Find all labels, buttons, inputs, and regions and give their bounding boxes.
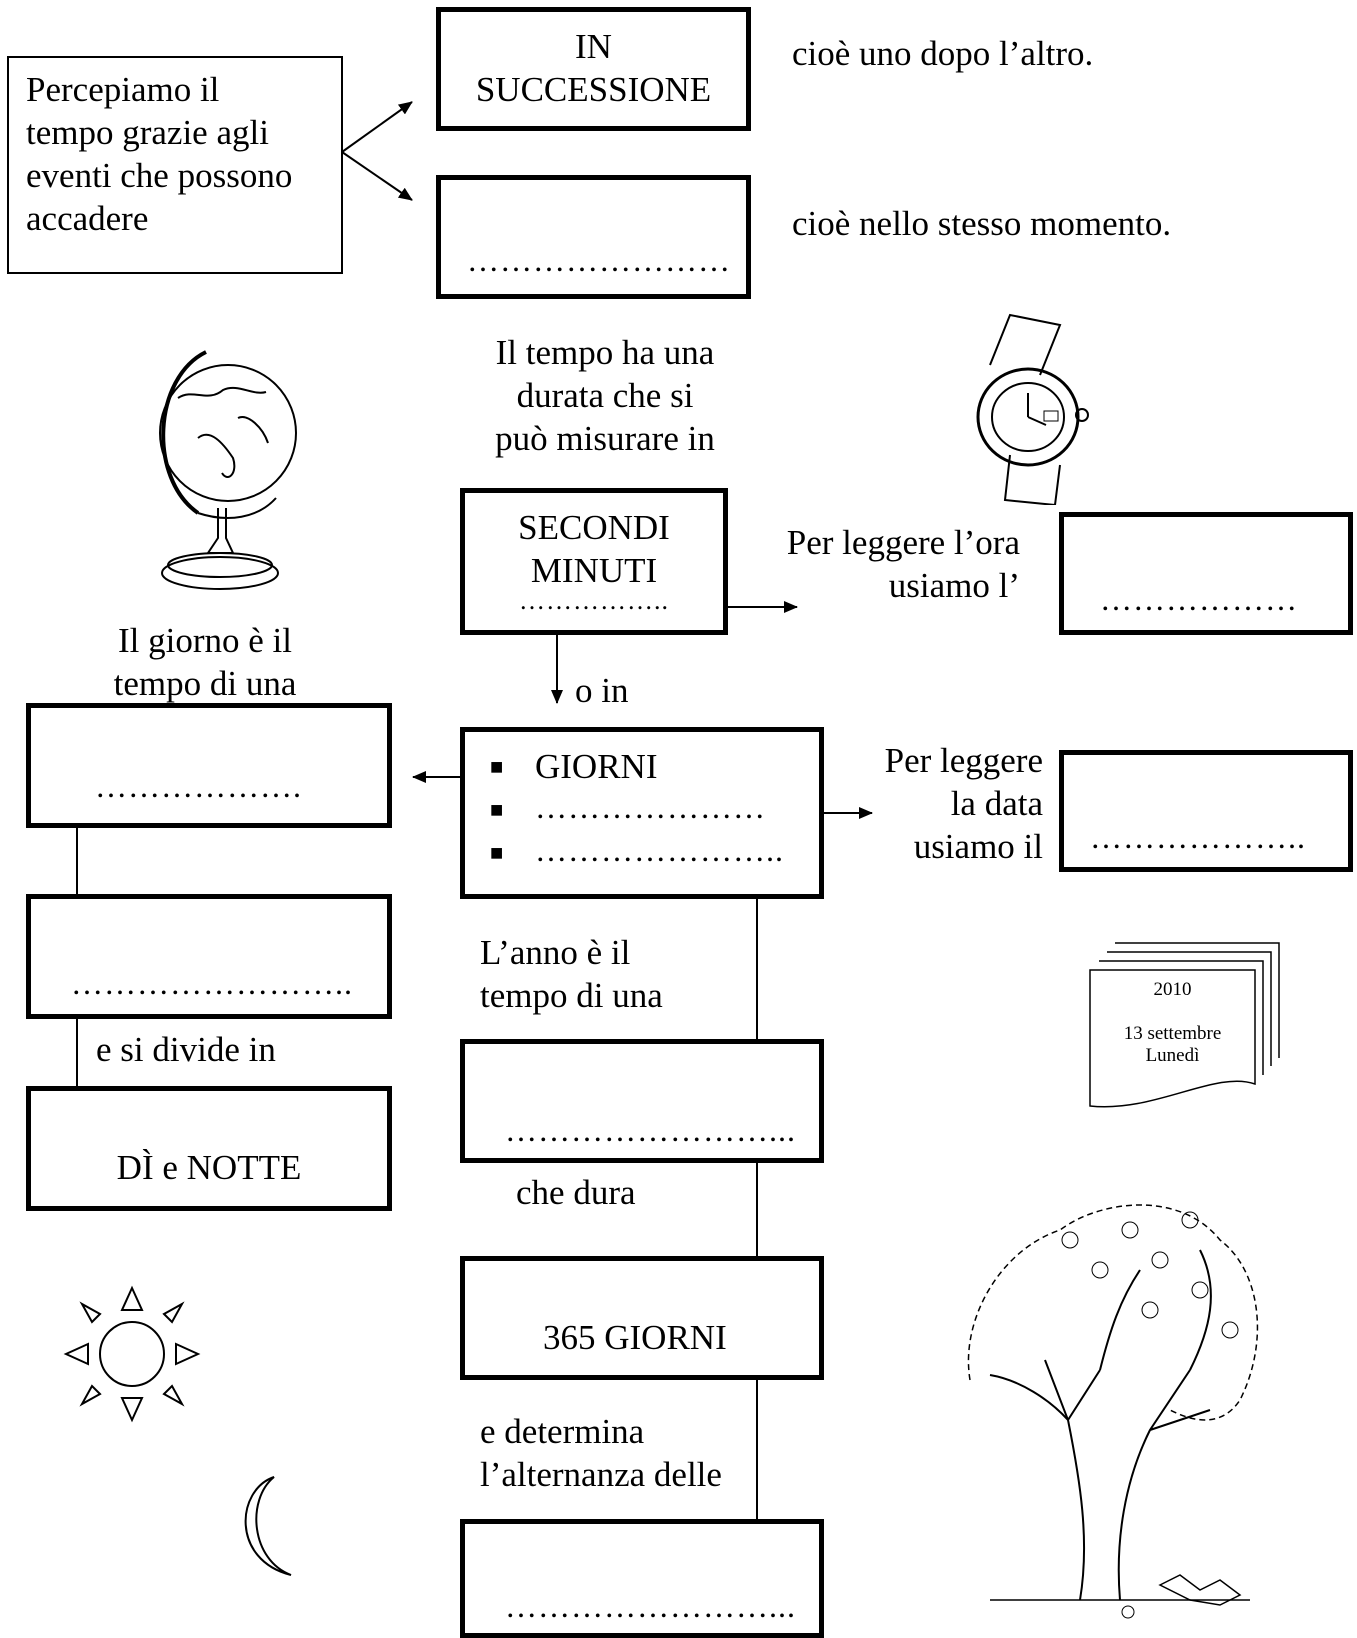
year-label-1: L’anno è il [480, 933, 631, 972]
day-label-2: tempo di una [113, 664, 297, 703]
year-determines-1: e determina [480, 1412, 645, 1451]
days-bullet-1: ■ [490, 754, 504, 779]
moon-icon [244, 1476, 292, 1576]
days-item-1: GIORNI [535, 747, 658, 786]
day-box-1[interactable]: ………………. [26, 703, 392, 828]
simultaneity-caption: cioè nello stesso momento. [792, 204, 1172, 243]
duration-line-2: durata che si [516, 376, 694, 415]
day-divide-label: e si divide in [96, 1030, 276, 1069]
year-length-box: 365 GIORNI [460, 1256, 824, 1380]
calendar-picture: 2010 13 settembre Lunedì [1085, 938, 1285, 1108]
arrow-to-simultaneity [341, 151, 413, 201]
succession-line-2: SUCCESSIONE [475, 70, 712, 109]
day-label-1: Il giorno è il [118, 621, 292, 660]
tree-icon [967, 1204, 1259, 1619]
year-box[interactable]: ……………………... [460, 1039, 824, 1163]
succession-box: IN SUCCESSIONE [436, 7, 751, 131]
year-length: 365 GIORNI [543, 1318, 727, 1357]
clock-label-1: Per leggere l’ora [786, 523, 1020, 562]
duration-line-1: Il tempo ha una [495, 333, 715, 372]
calendar-label-2: la data [950, 784, 1043, 823]
calendar-date: 13 settembre [1123, 1023, 1222, 1044]
days-item-2[interactable]: ………………… [535, 789, 766, 825]
succession-caption: cioè uno dopo l’altro. [792, 34, 1094, 73]
globe-icon [159, 350, 297, 590]
days-bullet-2: ■ [490, 797, 504, 822]
seasons-box[interactable]: ……………………... [460, 1519, 824, 1638]
calendar-year: 2010 [1153, 979, 1192, 1000]
units-line-2: MINUTI [530, 551, 658, 590]
days-box: ■ GIORNI ■ ………………… ■ ………………….. [460, 727, 824, 899]
units-line-1: SECONDI [518, 508, 670, 547]
clock-blank[interactable]: ……………… [1100, 581, 1298, 617]
intro-line-1: Percepiamo il [26, 70, 220, 109]
intro-line-2: tempo grazie agli [26, 113, 269, 152]
intro-box: Percepiamo il tempo grazie agli eventi c… [7, 56, 343, 274]
day-blank-1[interactable]: ………………. [95, 768, 302, 804]
arrow-to-succession [341, 101, 413, 153]
clock-label-2: usiamo l’ [888, 566, 1020, 605]
day-parts-box: DÌ e NOTTE [26, 1086, 392, 1211]
sun-icon [63, 1285, 201, 1423]
days-bullet-3: ■ [490, 840, 504, 865]
year-label-2: tempo di una [480, 976, 663, 1015]
year-blank[interactable]: ……………………... [505, 1112, 796, 1148]
day-box-2[interactable]: …………………….. [26, 894, 392, 1019]
calendar-box[interactable]: ……………….. [1059, 750, 1353, 872]
clock-box[interactable]: ……………… [1059, 512, 1353, 635]
intro-line-4: accadere [26, 199, 149, 238]
calendar-label-1: Per leggere [884, 741, 1043, 780]
seasons-blank[interactable]: ……………………... [505, 1588, 796, 1624]
year-lasts-label: che dura [516, 1173, 636, 1212]
intro-line-3: eventi che possono [26, 156, 293, 195]
duration-line-3: può misurare in [495, 419, 715, 458]
watch-icon [976, 313, 1089, 505]
calendar-label-3: usiamo il [913, 827, 1043, 866]
simultaneity-blank[interactable]: …………………… [467, 242, 731, 278]
calendar-blank[interactable]: ……………….. [1090, 819, 1306, 855]
days-item-3[interactable]: ………………….. [535, 832, 784, 868]
year-determines-2: l’alternanza delle [480, 1455, 722, 1494]
calendar-weekday: Lunedì [1145, 1045, 1200, 1066]
day-parts: DÌ e NOTTE [116, 1148, 302, 1187]
simultaneity-box[interactable]: …………………… [436, 175, 751, 299]
or-in-label: o in [575, 671, 629, 710]
units-box: SECONDI MINUTI …………….. [460, 488, 728, 635]
day-blank-2[interactable]: …………………….. [71, 965, 353, 1001]
units-blank[interactable]: …………….. [519, 586, 669, 615]
succession-line-1: IN [575, 27, 612, 66]
calendar-pages-icon [1089, 942, 1280, 1108]
